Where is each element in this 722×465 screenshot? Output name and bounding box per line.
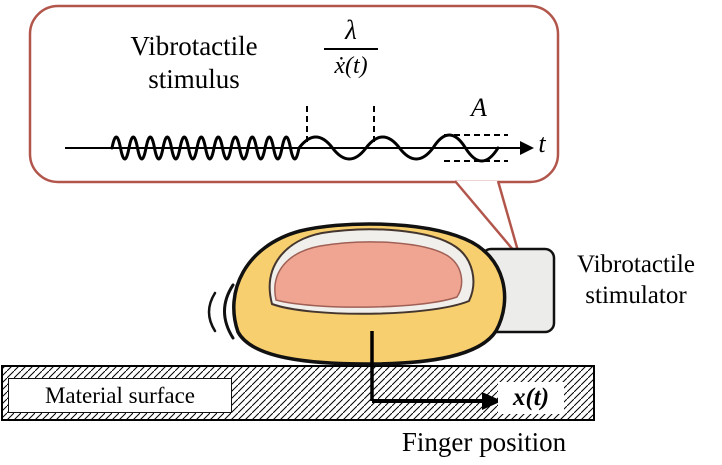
- motion-arc-inner: [207, 291, 217, 333]
- displacement-label: x(t): [498, 382, 564, 414]
- fraction-bar: [324, 47, 378, 50]
- fraction-denominator: ẋ(t): [334, 52, 368, 79]
- finger-position-label: Finger position: [401, 427, 567, 457]
- stimulus-title: Vibrotactile stimulus: [130, 31, 258, 94]
- amplitude-label: A: [471, 93, 487, 122]
- stimulator-label: Vibrotactile stimulator: [577, 251, 695, 309]
- wavelength-fraction: λ ẋ(t): [320, 15, 382, 80]
- time-axis-label: t: [538, 129, 546, 158]
- stimulus-wave: [110, 133, 500, 163]
- motion-arc-outer: [223, 283, 235, 340]
- callout-bubble: [28, 4, 560, 184]
- position-arrowhead: [482, 392, 502, 410]
- nail-bed: [274, 241, 463, 308]
- fraction-numerator: λ: [345, 15, 357, 45]
- time-axis-arrowhead: [520, 141, 534, 155]
- material-surface-label: Material surface: [8, 378, 232, 413]
